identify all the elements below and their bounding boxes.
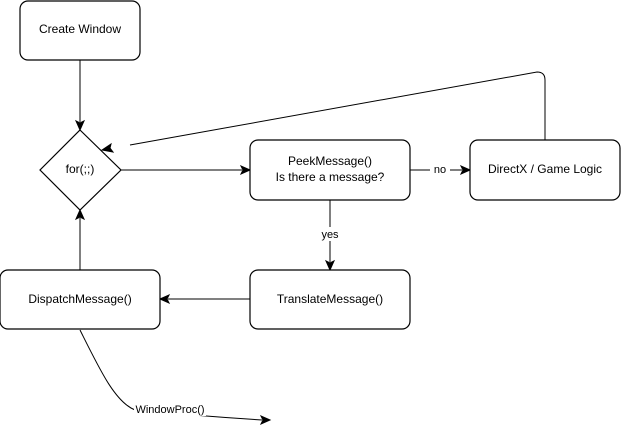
edge-label-no: no: [430, 162, 450, 176]
node-directx[interactable]: DirectX / Game Logic: [469, 139, 621, 201]
node-for-loop[interactable]: for(;;): [39, 129, 122, 211]
node-directx-label: DirectX / Game Logic: [488, 162, 602, 176]
edge-label-no-text: no: [434, 164, 446, 176]
node-dispatch-message-label: DispatchMessage(): [28, 292, 131, 306]
edge-label-windowproc-text: WindowProc(): [135, 404, 204, 416]
edge-translate-to-dispatch: [158, 293, 250, 305]
node-dispatch-message[interactable]: DispatchMessage(): [0, 269, 161, 330]
edge-for-to-peek: [121, 164, 252, 176]
edge-create-to-for: [74, 60, 86, 132]
node-for-loop-label: for(;;): [66, 162, 95, 176]
node-peek-message-line2: Is there a message?: [276, 170, 385, 184]
node-peek-message[interactable]: PeekMessage() Is there a message?: [249, 139, 411, 201]
edge-directx-to-for: [100, 71, 546, 153]
node-translate-message[interactable]: TranslateMessage(): [249, 269, 411, 330]
edge-label-yes: yes: [318, 227, 342, 241]
edge-label-yes-text: yes: [321, 229, 339, 241]
node-create-window-label: Create Window: [39, 22, 121, 36]
edge-label-windowproc: WindowProc(): [134, 402, 206, 416]
node-create-window[interactable]: Create Window: [19, 0, 141, 61]
edge-dispatch-to-for: [74, 208, 86, 270]
node-translate-message-label: TranslateMessage(): [277, 292, 383, 306]
node-peek-message-line1: PeekMessage(): [288, 154, 372, 168]
